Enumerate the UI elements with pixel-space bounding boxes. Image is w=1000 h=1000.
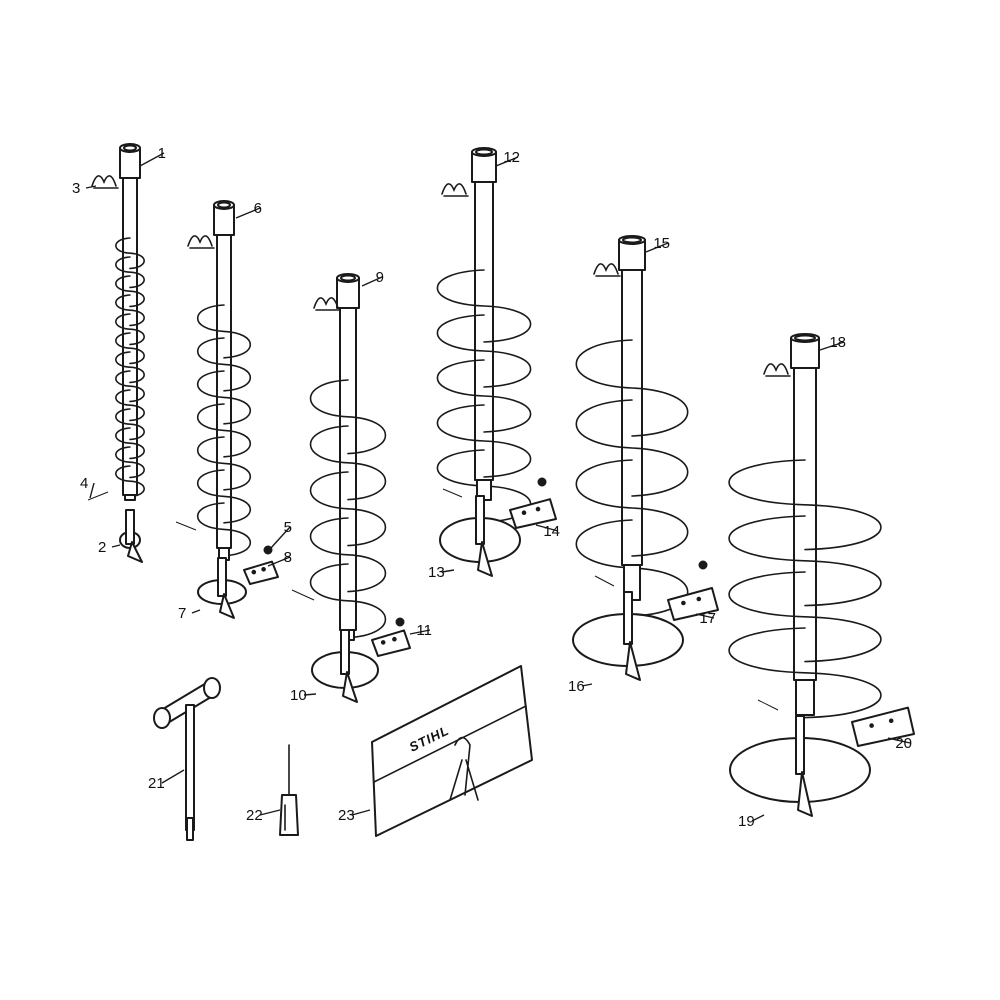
leader-line [161,769,185,784]
callout-label-20: 20 [895,735,912,752]
callout-label-11: 11 [416,622,432,639]
tool-bag-icon: STIHL [371,665,533,837]
leader-line [191,609,201,614]
leader-line [303,693,317,696]
callout-label-18: 18 [829,334,846,351]
leader-line [139,152,165,167]
leader-line [495,156,519,167]
cutting-blade-icon [509,498,557,529]
leader-line [85,185,97,189]
combination-wrench-icon [153,677,221,841]
leader-line [441,569,455,573]
cutter-disc-icon [572,591,684,681]
leader-line [259,809,281,816]
leader-line [351,809,371,816]
roll-pin-icon [594,575,615,587]
auger-drill-icon [115,143,145,501]
cutter-disc-icon [439,495,521,577]
leader-line [887,737,911,744]
leader-line [535,524,559,532]
callout-label-9: 9 [376,269,384,286]
auger-drill-icon [196,200,252,561]
auger-drill-icon [309,273,387,641]
roll-pin-icon [175,521,197,531]
leader-line [361,276,383,287]
leader-line [111,544,121,548]
spring-clip-icon [313,297,341,311]
roll-pin-icon [87,491,109,501]
callout-label-13: 13 [428,564,445,581]
auger-drill-icon [575,235,689,617]
spring-clip-icon [187,235,215,249]
screwdriver-icon [279,744,299,836]
cutter-disc-icon [197,557,247,619]
leader-line [89,482,95,499]
callout-label-12: 12 [503,149,520,166]
screw-icon [395,617,405,627]
leader-line [409,629,431,635]
cutter-disc-icon [119,509,143,563]
cutting-blade-icon [667,587,719,621]
callout-label-1: 1 [158,145,166,162]
leader-line [695,613,715,619]
screw-icon [698,560,708,570]
roll-pin-icon [442,488,463,498]
screw-icon [537,477,547,487]
leader-line [819,341,845,351]
leader-line [235,207,261,219]
cutting-blade-icon [243,560,279,585]
callout-label-6: 6 [254,200,262,217]
callout-label-14: 14 [543,523,560,540]
small-parts-group [87,175,915,817]
callout-label-15: 15 [653,235,670,252]
spring-clip-icon [763,363,791,377]
roll-pin-icon [291,589,315,601]
leader-line [751,814,765,822]
callout-label-4: 4 [80,475,88,492]
auger-group [115,143,882,719]
callout-label-8: 8 [284,549,292,566]
spring-clip-icon [441,183,469,197]
callout-label-22: 22 [246,807,263,824]
auger-drill-icon [728,333,882,719]
leader-line [269,526,291,550]
callout-label-2: 2 [98,539,106,556]
callout-label-5: 5 [284,519,292,536]
callout-label-7: 7 [178,605,186,622]
leader-line [645,242,669,253]
callout-label-10: 10 [290,687,307,704]
roll-pin-icon [757,699,779,711]
auger-drill-icon [436,147,532,523]
callout-label-17: 17 [699,610,716,627]
spring-clip-icon [593,263,621,277]
callout-label-19: 19 [738,813,755,830]
callout-label-16: 16 [568,678,585,695]
cutter-disc-icon [311,629,379,703]
cutter-disc-icon [729,715,871,817]
callout-label-21: 21 [148,775,165,792]
cutting-blade-icon [371,629,411,657]
leader-line [267,556,291,567]
callout-label-3: 3 [72,180,80,197]
leader-line [581,683,593,687]
spring-clip-icon [91,175,119,189]
cutting-blade-icon [851,706,915,747]
callout-label-23: 23 [338,807,355,824]
